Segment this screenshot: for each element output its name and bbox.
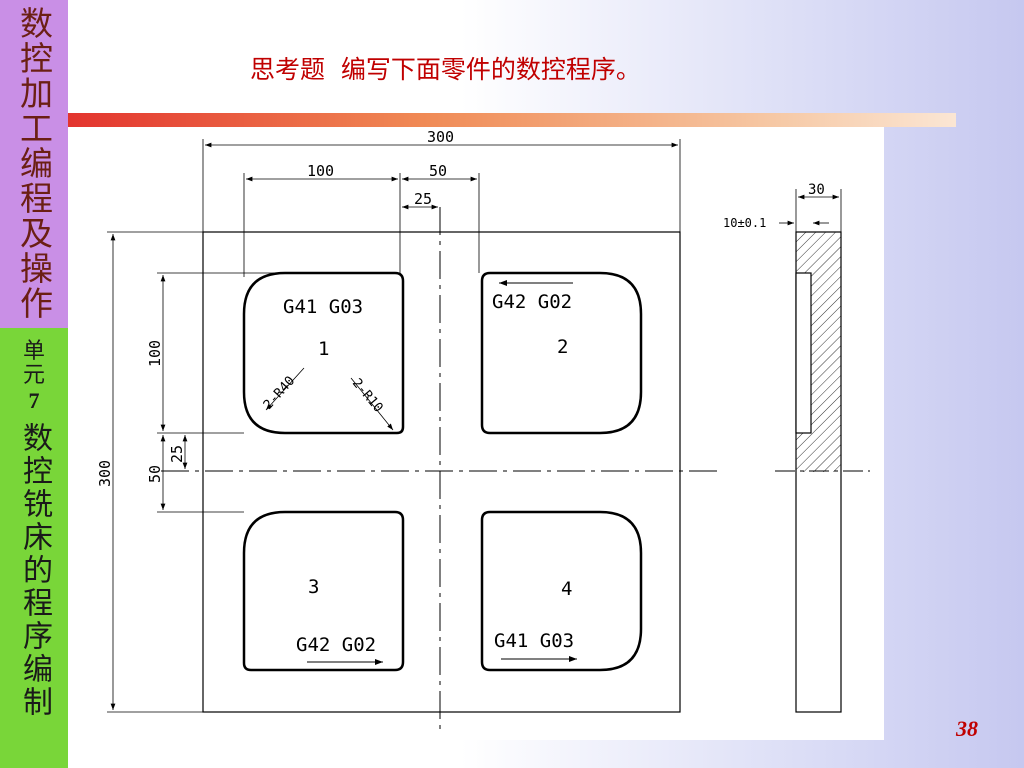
pocket-2-number: 2 bbox=[557, 336, 568, 358]
unit-number: 7 bbox=[28, 388, 40, 413]
pocket-3-outline bbox=[242, 510, 405, 672]
dim-100-left: 100 bbox=[146, 340, 164, 367]
dim-25-left: 25 bbox=[168, 445, 186, 463]
pocket-1-radius-r10: 2-R10 bbox=[349, 376, 386, 416]
pocket-1-radius-r40: 2-R40 bbox=[261, 374, 298, 413]
title-divider-bar bbox=[68, 113, 956, 127]
dim-300-top: 300 bbox=[427, 128, 454, 146]
engineering-drawing: 300 100 50 25 300 100 50 25 G41 G03 1 bbox=[89, 127, 884, 740]
pocket-2-outline bbox=[480, 271, 643, 435]
pocket-3-code: G42 G02 bbox=[296, 634, 376, 656]
pocket-3-number: 3 bbox=[308, 576, 319, 598]
pocket-1-number: 1 bbox=[318, 338, 329, 360]
pocket-2-code: G42 G02 bbox=[492, 291, 572, 313]
dim-25-top: 25 bbox=[414, 190, 432, 208]
dim-50-top: 50 bbox=[429, 162, 447, 180]
sidebar-unit-panel: 单元 7 数控铣床的程序编制 bbox=[0, 328, 68, 768]
unit-title: 数控铣床的程序编制 bbox=[17, 422, 52, 719]
dim-300-left: 300 bbox=[96, 460, 114, 487]
dim-30-side: 30 bbox=[808, 182, 825, 198]
slide-title: 思考题 编写下面零件的数控程序。 bbox=[250, 55, 641, 84]
unit-label: 单元 bbox=[22, 339, 45, 388]
side-view-pocket-depth bbox=[795, 272, 812, 434]
pocket-4-code: G41 G03 bbox=[494, 630, 574, 652]
page-number: 38 bbox=[956, 716, 978, 741]
pocket-1-outline bbox=[242, 271, 405, 435]
pocket-4-outline bbox=[480, 510, 643, 672]
dim-100-top: 100 bbox=[307, 162, 334, 180]
sidebar-course-title-panel: 数控加工编程及操作 bbox=[0, 0, 68, 328]
drawing-canvas: 300 100 50 25 300 100 50 25 G41 G03 1 bbox=[96, 128, 870, 735]
pocket-4-number: 4 bbox=[561, 578, 572, 600]
pocket-1-code: G41 G03 bbox=[283, 296, 363, 318]
course-title: 数控加工编程及操作 bbox=[14, 6, 54, 321]
plate-outline bbox=[202, 231, 681, 713]
dim-50-left: 50 bbox=[146, 465, 164, 483]
dim-tolerance: 10±0.1 bbox=[723, 216, 766, 230]
